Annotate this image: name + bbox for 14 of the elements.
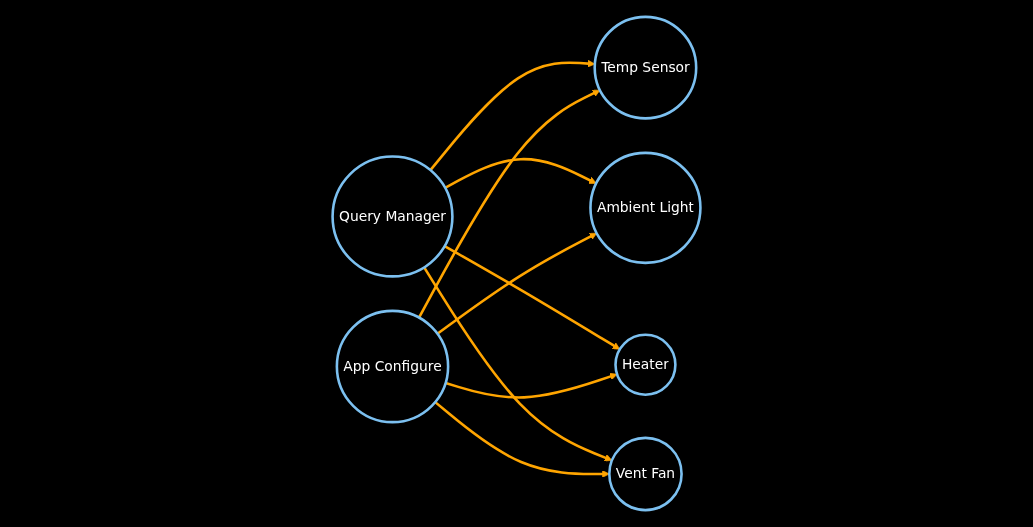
arrow [443, 244, 621, 350]
arrow [445, 372, 618, 399]
arrow [423, 266, 613, 462]
node-circle: Ambient Light [589, 151, 702, 265]
node-circle: Heater [614, 333, 677, 396]
arrow [417, 89, 601, 319]
arrow [429, 59, 596, 171]
arrow [434, 401, 610, 478]
arrow [444, 157, 597, 189]
node-circle: App Configure [335, 309, 450, 424]
node-circle: Query Manager [331, 155, 454, 278]
node-circle: Temp Sensor [593, 15, 698, 120]
node-circle: Vent Fan [608, 436, 683, 512]
arrow [436, 232, 598, 335]
